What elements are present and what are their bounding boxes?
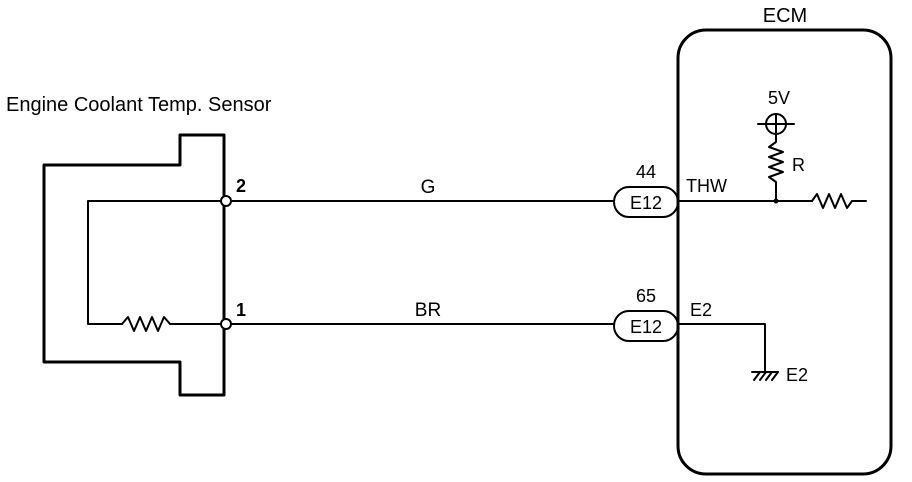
e2-terminal-label: E2 [690,300,712,320]
pin-1-label: 1 [236,300,246,320]
connector-bottom-id: E12 [630,317,662,337]
sensor-title: Engine Coolant Temp. Sensor [6,94,272,116]
thw-label: THW [686,176,727,196]
ground-hatch-1 [753,371,761,381]
connector-e12-bottom [613,310,679,342]
thw-junction-dot [773,198,779,204]
ground-hatch-2 [759,371,767,381]
wire-g-label: G [421,177,436,198]
sensor-body-outline [42,133,226,397]
pullup-resistor-r [768,133,784,202]
sensor-terminal-2 [220,195,232,207]
resistor-r-label: R [792,155,805,175]
connector-top-id: E12 [630,193,662,213]
sensor-terminal-1 [220,318,232,330]
ground-e2-label: E2 [786,365,808,385]
connector-top-pin: 44 [636,162,656,182]
e2-ground-wire [677,323,766,373]
ground-hatch-3 [765,371,773,381]
ecm-box [676,28,893,476]
sensor-internal-wire [87,200,225,325]
sensor-thermistor [121,316,225,332]
connector-bottom-pin: 65 [636,286,656,306]
supply-5v-label: 5V [768,88,790,108]
ground-hatch-4 [771,371,779,381]
wire-br-label: BR [415,300,441,321]
pin-2-label: 2 [236,176,246,196]
thw-resistor [811,193,867,209]
ecm-title: ECM [763,5,807,27]
